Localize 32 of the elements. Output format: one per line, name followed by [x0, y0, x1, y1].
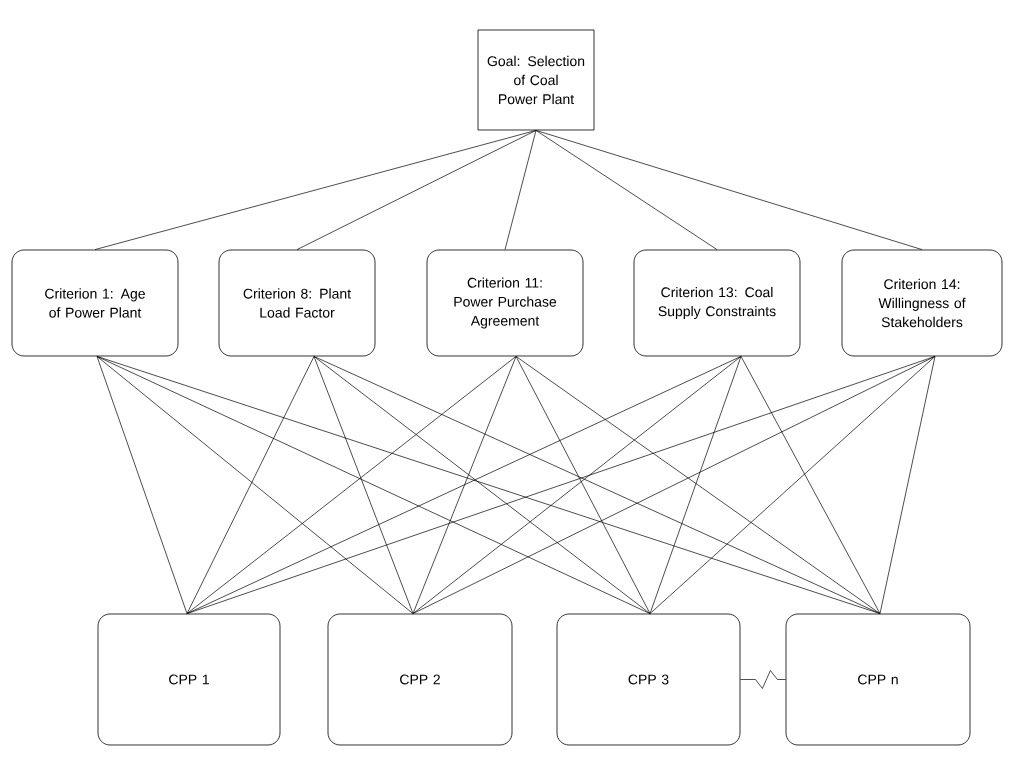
- criterion-box: Criterion 14: Willingness of Stakeholders: [841, 249, 1003, 357]
- alternative-box: CPP 3: [556, 613, 741, 746]
- connector-line: [535, 130, 718, 250]
- alternative-box: CPP n: [785, 613, 971, 746]
- connector-line: [515, 356, 881, 614]
- connector-line: [186, 356, 315, 614]
- connector-line: [313, 356, 651, 614]
- criterion-box: Criterion 8: Plant Load Factor: [218, 249, 376, 357]
- alternative-box: CPP 2: [327, 613, 513, 746]
- break-line: [740, 670, 786, 689]
- connector-line: [515, 356, 651, 614]
- alternative-box: CPP 1: [97, 613, 281, 746]
- connector-line: [535, 130, 923, 250]
- connector-line: [296, 130, 537, 250]
- connector-line: [412, 356, 742, 614]
- criterion-box: Criterion 11: Power Purchase Agreement: [426, 249, 584, 357]
- goal-box: Goal: Selection of Coal Power Plant: [477, 29, 595, 131]
- connector-line: [94, 130, 537, 250]
- connector-line: [504, 130, 537, 250]
- connector-line: [313, 356, 414, 614]
- connector-line: [740, 356, 881, 614]
- criterion-box: Criterion 13: Coal Supply Constraints: [633, 249, 801, 357]
- connector-line: [186, 356, 517, 614]
- criterion-box: Criterion 1: Age of Power Plant: [11, 249, 179, 357]
- connector-line: [313, 356, 881, 614]
- connector-line: [96, 356, 414, 614]
- connector-line: [96, 356, 188, 614]
- connector-line: [412, 356, 936, 614]
- connector-line: [649, 356, 742, 614]
- connector-line: [412, 356, 517, 614]
- connector-line: [649, 356, 936, 614]
- connector-line: [879, 356, 936, 614]
